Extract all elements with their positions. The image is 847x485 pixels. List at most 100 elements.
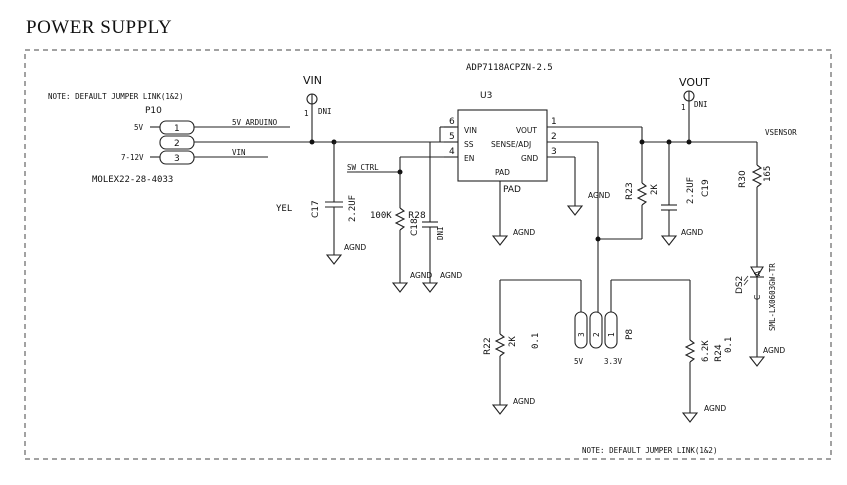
p8-pin-num-2: 2 [592,332,601,337]
u3-pin-name-gnd: GND [521,154,538,163]
c18-ref: C18 [410,218,420,236]
p10-label-5v: 5V [134,123,144,132]
p10-label-7-12v: 7-12V [121,153,144,162]
p10-part-number: MOLEX22-28-4033 [92,175,173,185]
p8-pin-1 [604,311,618,349]
net-sw-ctrl: SW_CTRL [347,163,379,172]
r30-value: 165 [763,166,773,182]
p8-label-5v: 5V [574,357,584,366]
vin-tp-dni: DNI [318,107,332,116]
page-title: POWER SUPPLY [26,17,172,38]
agnd-c19: AGND [681,228,703,237]
resistor-r30: R30 165 [738,164,773,258]
p10-ref: P10 [145,106,162,116]
agnd-r28: AGND [410,271,432,280]
u3-pin-num-5: 5 [449,132,455,142]
jumper-p8: 3 2 1 P8 5V 3.3V [574,311,635,366]
u3-pad-inside: PAD [495,168,510,177]
capacitor-c19: 2.2UF C19 [661,142,711,236]
note-top-left: NOTE: DEFAULT JUMPER LINK(1&2) [48,92,183,101]
r28-ref: R28 [408,211,426,221]
u3-pin-name-sense: SENSE/ADJ [491,140,531,149]
led-ds2: DS2 A C SML-LX0603GW-TR [735,258,777,340]
agnd-c17: AGND [344,243,366,252]
r23-value: 2K [650,184,660,195]
r30-ref: R30 [738,170,748,188]
agnd-r22: AGND [513,397,535,406]
net-vsensor: VSENSOR [765,128,797,137]
p8-label-3v3: 3.3V [604,357,623,366]
vout-label: VOUT [679,76,710,89]
p8-pin-2 [589,311,603,349]
p10-pin-num-2: 2 [174,139,180,149]
agnd-pad: AGND [513,228,535,237]
ground-r22 [491,404,509,415]
p8-pin-num-1: 1 [607,332,616,337]
u3-pad-label: PAD [503,185,521,195]
ground-c18 [421,282,439,293]
connector-p10: P10 1 2 3 5V 7-12V MOLEX22-28-4033 YEL [92,106,292,214]
vin-test-point: VIN 1 DNI [303,74,332,142]
schematic-border [24,49,832,460]
r24-tolerance: 0.1 [724,337,734,353]
r22-ref: R22 [483,337,493,355]
resistor-r23: R23 2K [625,182,660,239]
p8-pin-num-3: 3 [577,332,586,337]
vout-tp-pin: 1 [681,103,686,112]
net-5v-arduino: 5V_ARDUINO [232,118,278,127]
c17-ref: C17 [311,200,321,218]
agnd-u3-gnd: AGND [588,191,610,200]
u3-pin-num-6: 6 [449,117,455,127]
ds2-ref: DS2 [735,276,745,294]
u3-pin-num-2: 2 [551,132,557,142]
ground-r24 [681,412,699,423]
agnd-ds2: AGND [763,346,785,355]
c19-ref: C19 [701,179,711,197]
p10-pin-num-3: 3 [174,154,180,164]
u3-pin-num-1: 1 [551,117,557,127]
ground-pad [491,235,509,246]
p8-ref: P8 [625,329,635,340]
ground-u3-gnd [566,205,584,216]
resistor-r24: 6.2K R24 0.1 [684,337,734,413]
u3-body [457,109,548,182]
net-vin-label: VIN [232,148,246,157]
vout-test-point: VOUT 1 DNI [679,76,710,142]
r23-ref: R23 [625,182,635,200]
u3-pin-name-en: EN [464,154,474,163]
u3-ref: U3 [480,91,492,101]
ground-r28 [391,282,409,293]
agnd-r24: AGND [704,404,726,413]
resistor-r28: 100K R28 [370,172,426,283]
u3-pin-name-ss: SS [464,140,474,149]
r24-value: 6.2K [701,340,711,362]
ground-c19 [660,235,678,246]
vin-label: VIN [303,74,322,87]
regulator-u3: U3 ADP7118ACPZN-2.5 6 5 4 VIN SS EN 1 2 … [449,63,557,195]
resistor-r22: R22 2K 0.1 [483,333,541,405]
note-bottom-right: NOTE: DEFAULT JUMPER LINK(1&2) [582,446,717,455]
ground-ds2 [748,340,766,367]
u3-pin-num-3: 3 [551,147,557,157]
p10-extra-label: YEL [276,204,292,214]
c19-value: 2.2UF [686,177,696,204]
r22-value: 2K [508,336,518,347]
c17-value: 2.2UF [348,195,358,222]
vout-tp-dni: DNI [694,100,708,109]
c18-value: DNI [436,226,445,240]
u3-pin-name-vin: VIN [464,126,477,135]
u3-pin-name-vout: VOUT [516,126,537,135]
ds2-cathode: C [753,295,762,300]
ds2-part-number: SML-LX0603GW-TR [768,263,777,331]
r28-value: 100K [370,211,392,221]
u3-part-number: ADP7118ACPZN-2.5 [466,63,553,73]
agnd-c18: AGND [440,271,462,280]
vin-tp-pin: 1 [304,109,309,118]
p8-pin-3 [574,311,588,349]
ds2-anode: A [753,270,762,276]
u3-pin-num-4: 4 [449,147,455,157]
ground-c17: AGND [325,243,366,265]
r24-ref: R24 [714,344,724,362]
r22-tolerance: 0.1 [531,333,541,349]
